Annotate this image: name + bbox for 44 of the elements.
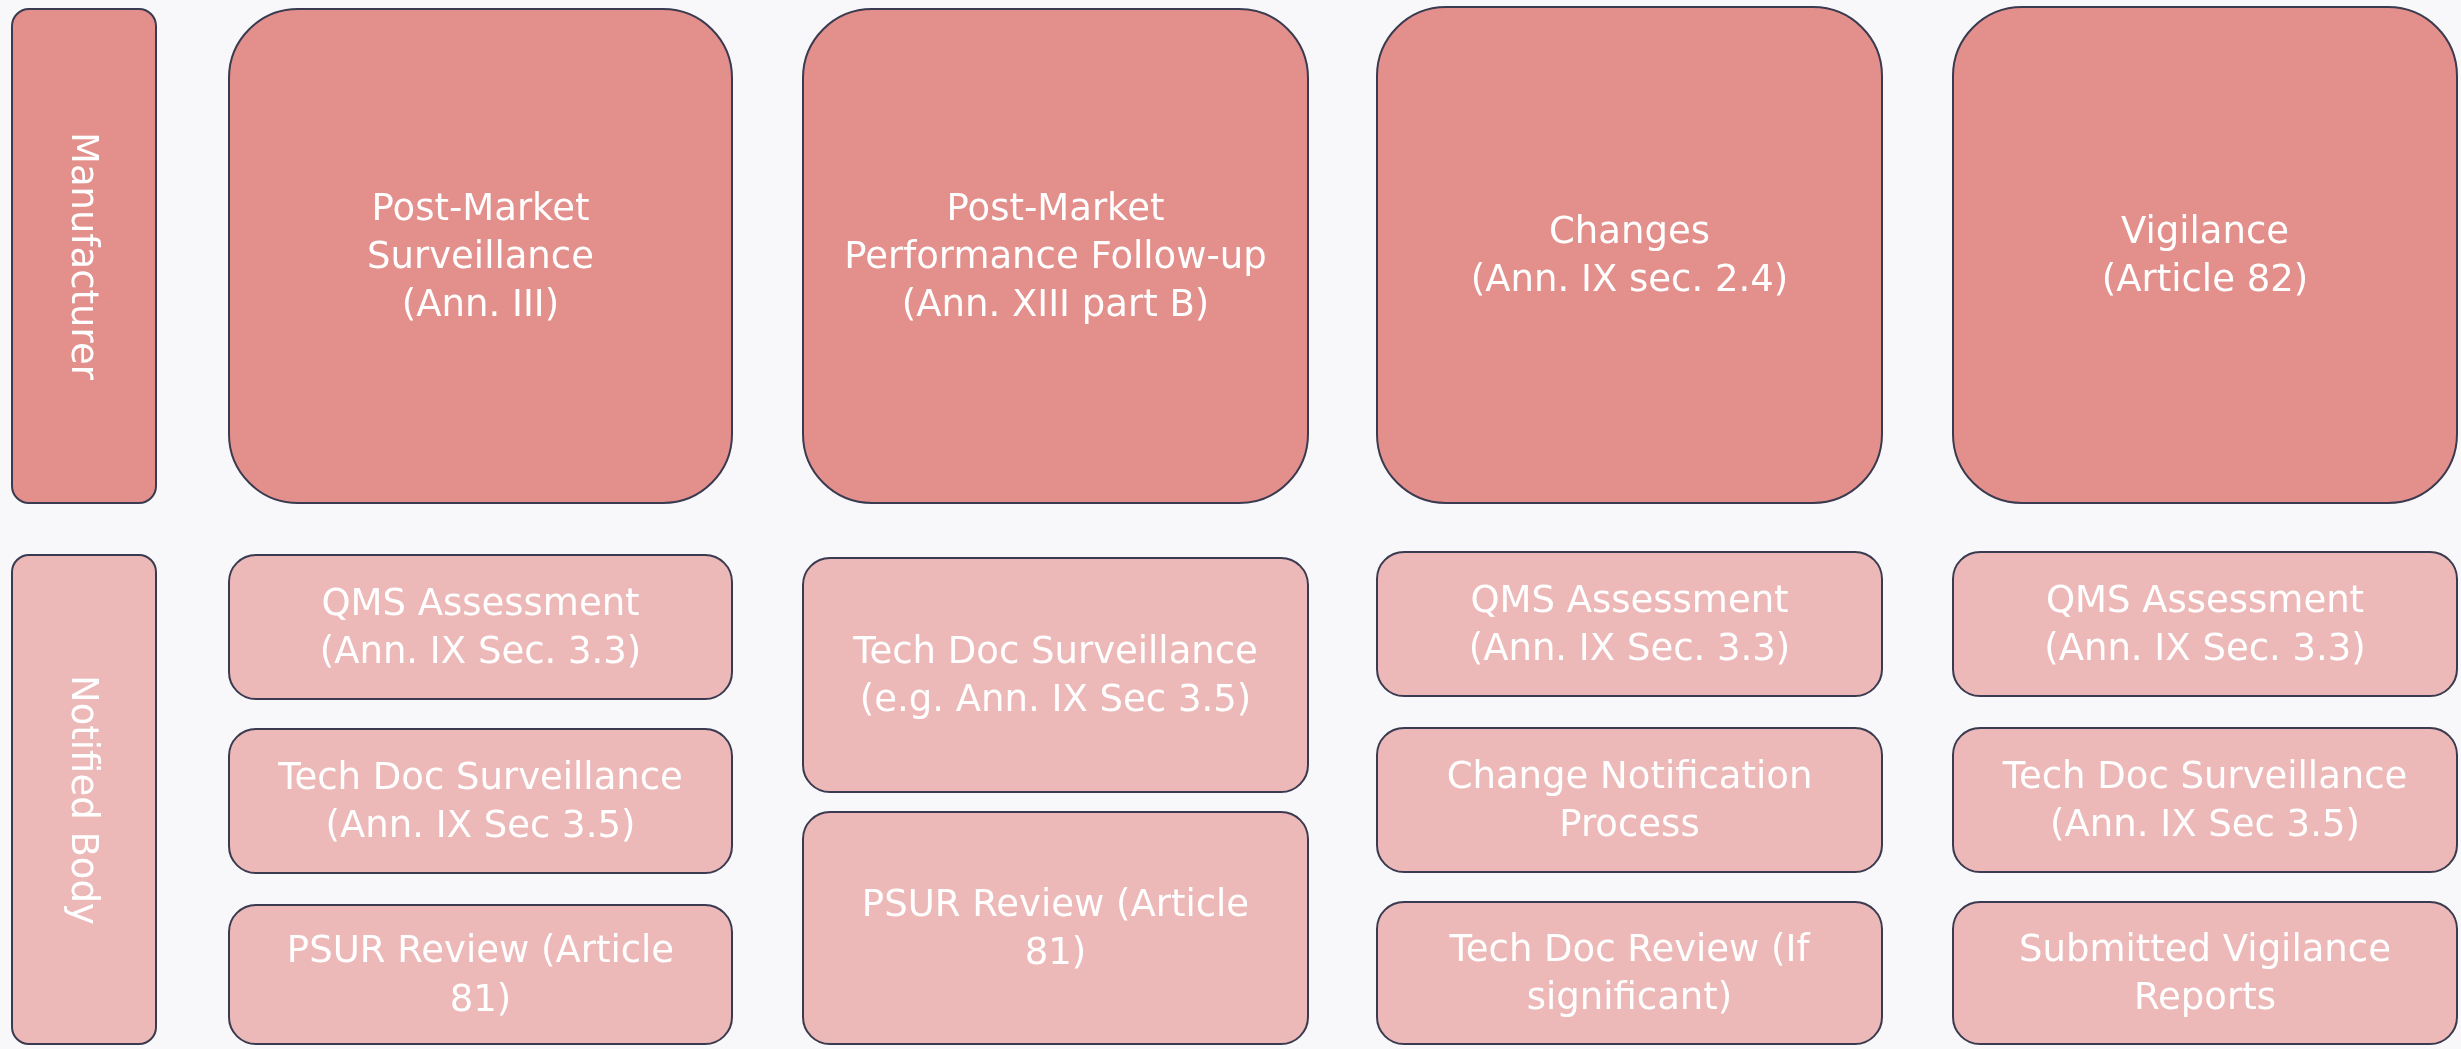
box-label: QMS Assessment [320, 579, 641, 626]
row-header [11, 554, 157, 1045]
box-label: (Ann. XIII part B) [900, 281, 1211, 328]
process-box [228, 904, 733, 1045]
row-header [11, 8, 157, 504]
box-label: PSUR Review (Article 81) [860, 880, 1251, 975]
box-label: (Ann. IX sec. 2.4) [1469, 256, 1790, 302]
process-box [802, 811, 1309, 1045]
process-box [1952, 901, 2458, 1045]
box-label: Tech Doc Surveillance [852, 627, 1259, 674]
box-label: PSUR Review (Article 81) [285, 927, 676, 1022]
process-box [1376, 901, 1883, 1045]
box-label: (Ann. IX Sec. 3.3) [1467, 625, 1792, 671]
box-label: Vigilance [2119, 207, 2291, 254]
process-box [1952, 727, 2458, 873]
box-label: (e.g. Ann. IX Sec 3.5) [858, 676, 1253, 722]
box-label: (Article 82) [2100, 256, 2310, 302]
box-label: (Ann. IX Sec 3.5) [2049, 801, 2361, 847]
process-box [802, 8, 1309, 504]
box-label: (Ann. III) [400, 281, 561, 328]
process-box [1952, 551, 2458, 697]
box-label: (Ann. IX Sec. 3.3) [2043, 625, 2367, 671]
box-label: Changes [1548, 207, 1711, 254]
box-label: Change Notification Process [1445, 752, 1814, 847]
box-label: Tech Doc Surveillance [2001, 752, 2409, 799]
box-label: (Ann. IX Sec 3.5) [324, 802, 637, 848]
process-box [228, 8, 733, 504]
box-label: Submitted Vigilance Reports [2018, 925, 2392, 1020]
process-box [228, 554, 733, 700]
row-label: Notified Body [62, 674, 108, 925]
box-label: (Ann. IX Sec. 3.3) [318, 628, 643, 674]
row-label: Manufacturer [62, 132, 108, 380]
box-label: Tech Doc Review (If significant) [1448, 925, 1812, 1020]
box-label: Tech Doc Surveillance [277, 753, 684, 800]
process-box [1376, 6, 1883, 504]
box-label: QMS Assessment [2044, 576, 2366, 623]
process-box [228, 728, 733, 874]
process-box [1376, 551, 1883, 697]
process-box [1376, 727, 1883, 873]
process-box [802, 557, 1309, 793]
box-label: Post-Market Performance Follow-up [843, 184, 1268, 279]
box-label: QMS Assessment [1469, 576, 1790, 623]
process-box [1952, 6, 2458, 504]
box-label: Post-Market Surveillance [366, 184, 595, 279]
